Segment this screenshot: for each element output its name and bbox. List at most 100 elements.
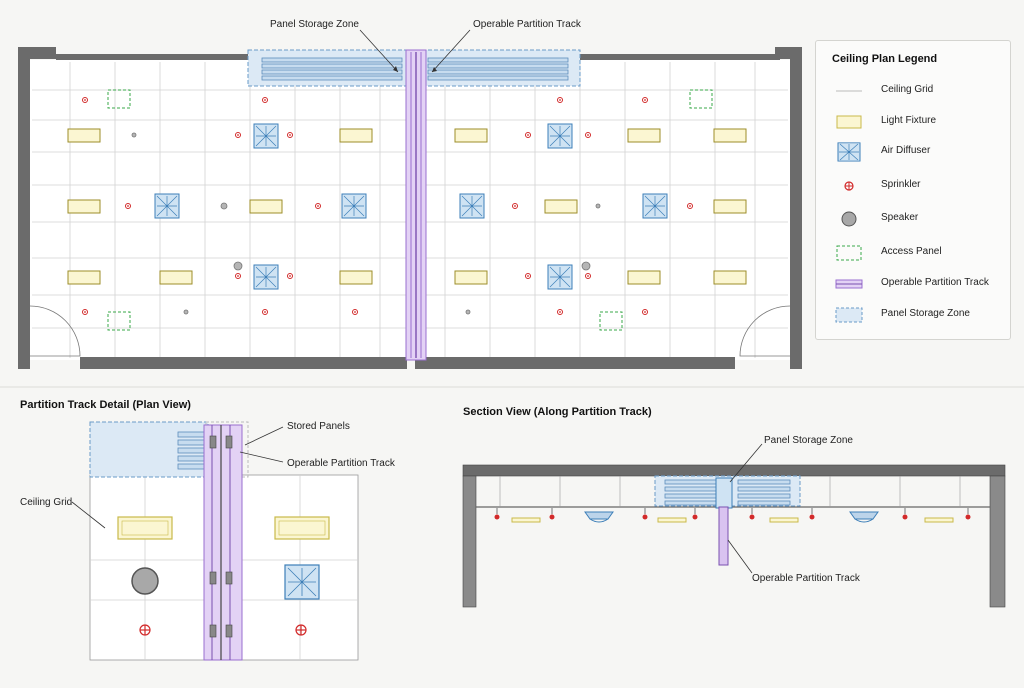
light-fixture-icon [836, 115, 862, 129]
ceiling-plan-legend: Ceiling Plan Legend Ceiling Grid Light F… [815, 40, 1011, 340]
legend-item-ceiling-grid: Ceiling Grid [816, 81, 1012, 101]
sprinkler [642, 309, 648, 315]
sprinkler [585, 132, 591, 138]
speaker [465, 309, 471, 315]
light-fixture [339, 128, 373, 143]
detail-sprinklers [139, 624, 307, 636]
partition-track-icon [835, 279, 863, 289]
light-fixture [713, 270, 747, 285]
legend-label: Operable Partition Track [881, 277, 989, 288]
detail-light-fixture [117, 516, 173, 540]
sprinkler [315, 203, 321, 209]
sprinkler [287, 132, 293, 138]
speaker [581, 261, 591, 271]
legend-label: Panel Storage Zone [881, 308, 970, 319]
door-swing-left [29, 305, 81, 357]
section-sprinklers [494, 514, 971, 520]
sprinkler [687, 203, 693, 209]
legend-item-sprinkler: Sprinkler [816, 176, 1012, 196]
sprinkler [82, 309, 88, 315]
legend-label: Ceiling Grid [881, 84, 934, 95]
legend-label: Light Fixture [881, 115, 937, 126]
section-fixtures [511, 511, 954, 523]
access-panels [107, 89, 713, 331]
light-fixture [339, 270, 373, 285]
room-walls [18, 47, 802, 369]
sprinkler [262, 97, 268, 103]
sprinkler [642, 97, 648, 103]
section-wall-right [989, 475, 1006, 608]
detail-operable-partition-track-label: Operable Partition Track [287, 458, 396, 469]
speaker [220, 202, 228, 210]
detail-ceiling-grid-label: Ceiling Grid [20, 497, 72, 508]
air-diffuser [459, 193, 485, 219]
speaker [131, 132, 137, 138]
light-fixture [454, 128, 488, 143]
legend-item-partition-track: Operable Partition Track [816, 274, 1012, 294]
light-fixture [159, 270, 193, 285]
sprinkler [262, 309, 268, 315]
access-panel [107, 311, 131, 331]
light-fixture [67, 199, 101, 214]
light-fixture [544, 199, 578, 214]
sprinkler [525, 273, 531, 279]
detail-partition-track [203, 424, 243, 661]
section-partition-track [718, 506, 729, 566]
speakers [131, 132, 601, 315]
light-fixtures [67, 128, 747, 285]
legend-title: Ceiling Plan Legend [832, 53, 938, 65]
air-diffusers [154, 123, 668, 290]
air-diffuser [154, 193, 180, 219]
sprinkler-icon [844, 181, 854, 191]
legend-label: Air Diffuser [881, 145, 931, 156]
sprinkler [287, 273, 293, 279]
access-panel [689, 89, 713, 109]
sprinkler [557, 309, 563, 315]
air-diffuser [547, 264, 573, 290]
light-fixture [627, 128, 661, 143]
sprinkler [557, 97, 563, 103]
sprinkler [82, 97, 88, 103]
partition-track-detail: Partition Track Detail (Plan View) [20, 399, 396, 661]
legend-item-speaker: Speaker [816, 209, 1012, 229]
legend-item-access-panel: Access Panel [816, 243, 1012, 263]
detail-air-diffuser [284, 564, 320, 600]
sprinkler [585, 273, 591, 279]
legend-label: Sprinkler [881, 179, 921, 190]
section-operable-partition-track-label: Operable Partition Track [752, 573, 861, 584]
air-diffuser [642, 193, 668, 219]
air-diffuser [253, 123, 279, 149]
sprinkler [235, 273, 241, 279]
detail-light-fixture [274, 516, 330, 540]
legend-label: Speaker [881, 212, 919, 223]
operable-partition-track [405, 49, 427, 361]
detail-stored-panels-label: Stored Panels [287, 421, 350, 432]
section-title: Section View (Along Partition Track) [463, 406, 652, 418]
speaker [183, 309, 189, 315]
air-diffuser [253, 264, 279, 290]
panel-storage-icon [835, 307, 863, 323]
light-fixture [713, 199, 747, 214]
sprinkler [235, 132, 241, 138]
callout-panel-storage-zone: Panel Storage Zone [270, 19, 359, 30]
callout-operable-partition-track: Operable Partition Track [473, 19, 582, 30]
sprinkler [525, 132, 531, 138]
speaker [233, 261, 243, 271]
access-panel-icon [836, 245, 862, 261]
light-fixture [67, 270, 101, 285]
sprinkler [125, 203, 131, 209]
section-roof-slab [462, 464, 1006, 477]
light-fixture [454, 270, 488, 285]
ceiling-grid-icon [836, 90, 862, 92]
legend-item-air-diffuser: Air Diffuser [816, 142, 1012, 162]
light-fixture [67, 128, 101, 143]
main-ceiling-plan: Panel Storage Zone Operable Partition Tr… [18, 19, 802, 369]
section-wall-left [462, 475, 477, 608]
light-fixture [249, 199, 283, 214]
air-diffuser [547, 123, 573, 149]
speaker [595, 203, 601, 209]
door-swing-right [739, 305, 791, 357]
light-fixture [627, 270, 661, 285]
